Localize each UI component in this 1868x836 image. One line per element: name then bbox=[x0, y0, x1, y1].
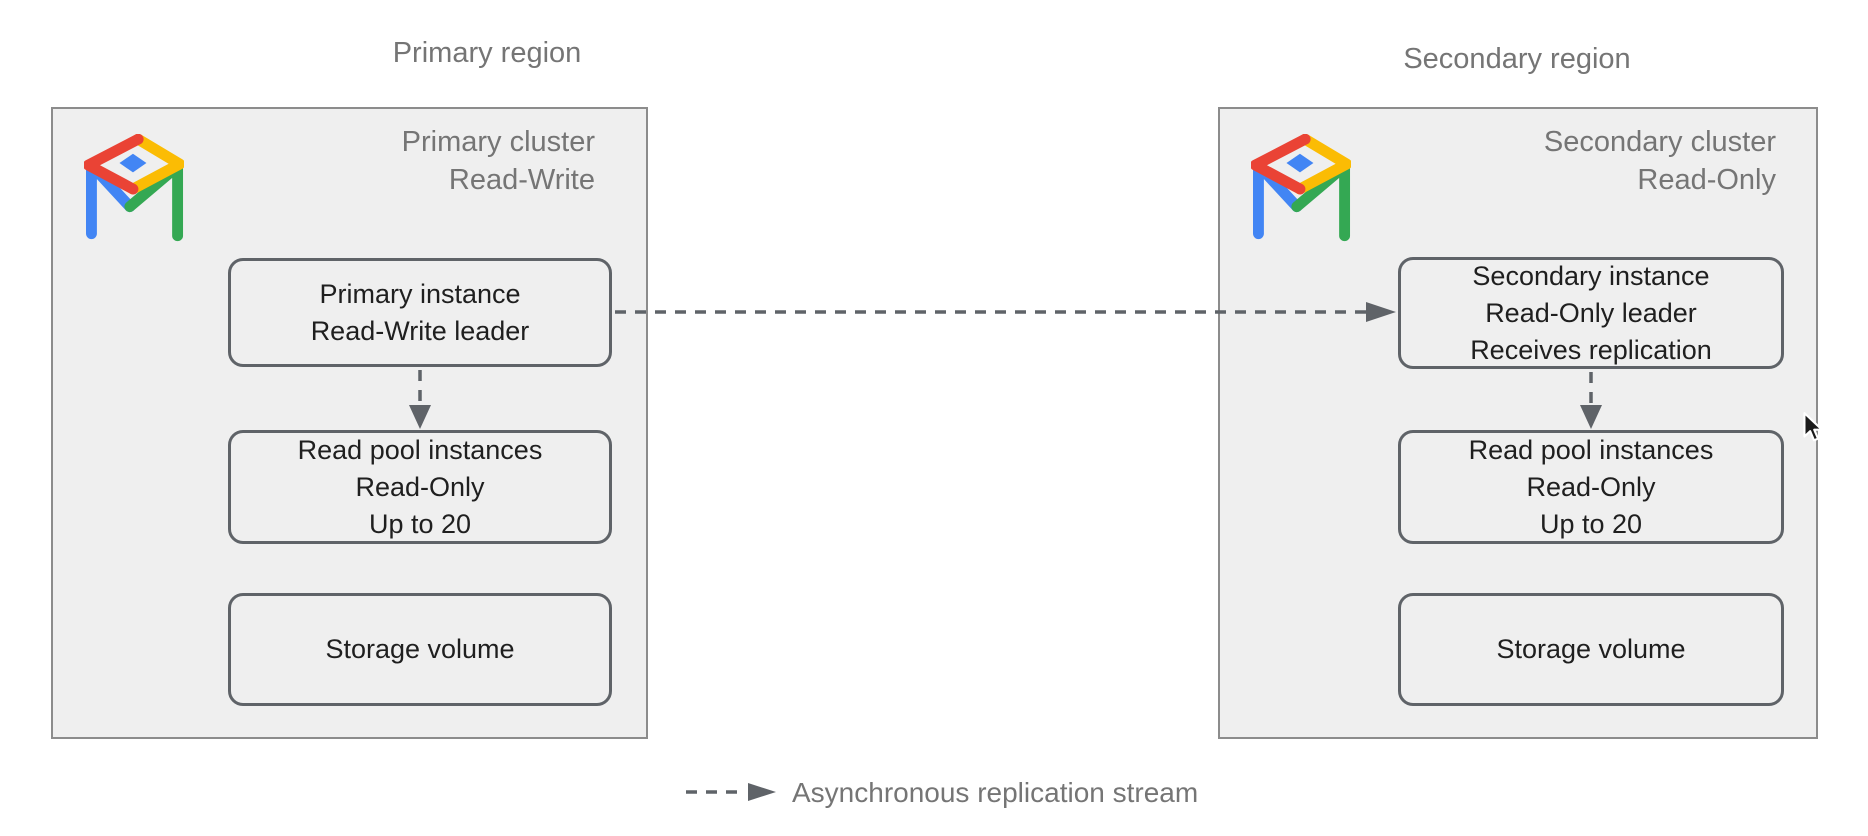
box-line: Read-Only bbox=[1526, 471, 1656, 502]
secondary-cluster-title: Secondary cluster Read-Only bbox=[1544, 123, 1776, 199]
box-line: Storage volume bbox=[1496, 634, 1686, 664]
primary-read-pool-box: Read pool instances Read-Only Up to 20 bbox=[228, 430, 612, 544]
legend-label: Asynchronous replication stream bbox=[792, 777, 1199, 808]
box-line: Primary instance bbox=[319, 278, 521, 309]
box-line: Secondary instance bbox=[1472, 260, 1710, 291]
box-line: Read pool instances bbox=[1468, 434, 1714, 465]
legend-arrowhead-icon bbox=[748, 783, 776, 801]
cluster-title-line: Secondary cluster bbox=[1543, 126, 1776, 158]
secondary-read-pool-box: Read pool instances Read-Only Up to 20 bbox=[1398, 430, 1784, 544]
box-line: Receives replication bbox=[1470, 334, 1712, 365]
box-line: Up to 20 bbox=[368, 508, 472, 539]
primary-instance-box: Primary instance Read-Write leader bbox=[228, 258, 612, 367]
cluster-title-line: Read-Only bbox=[1637, 164, 1776, 196]
primary-storage-volume-box: Storage volume bbox=[228, 593, 612, 706]
box-line: Storage volume bbox=[325, 634, 515, 664]
alloydb-icon bbox=[1251, 134, 1351, 242]
cluster-title-line: Primary cluster bbox=[401, 126, 595, 158]
box-line: Read pool instances bbox=[297, 434, 543, 465]
cluster-title-line: Read-Write bbox=[448, 164, 595, 196]
box-line: Read-Write leader bbox=[310, 315, 530, 346]
box-line: Up to 20 bbox=[1539, 508, 1643, 539]
secondary-region-label: Secondary region bbox=[1403, 43, 1631, 75]
box-line: Read-Only bbox=[355, 471, 485, 502]
box-line: Read-Only leader bbox=[1485, 297, 1697, 328]
alloydb-icon bbox=[84, 134, 184, 242]
secondary-instance-box: Secondary instance Read-Only leader Rece… bbox=[1398, 257, 1784, 369]
secondary-storage-volume-box: Storage volume bbox=[1398, 593, 1784, 706]
primary-cluster-title: Primary cluster Read-Write bbox=[402, 123, 595, 199]
primary-region-label: Primary region bbox=[392, 37, 582, 69]
